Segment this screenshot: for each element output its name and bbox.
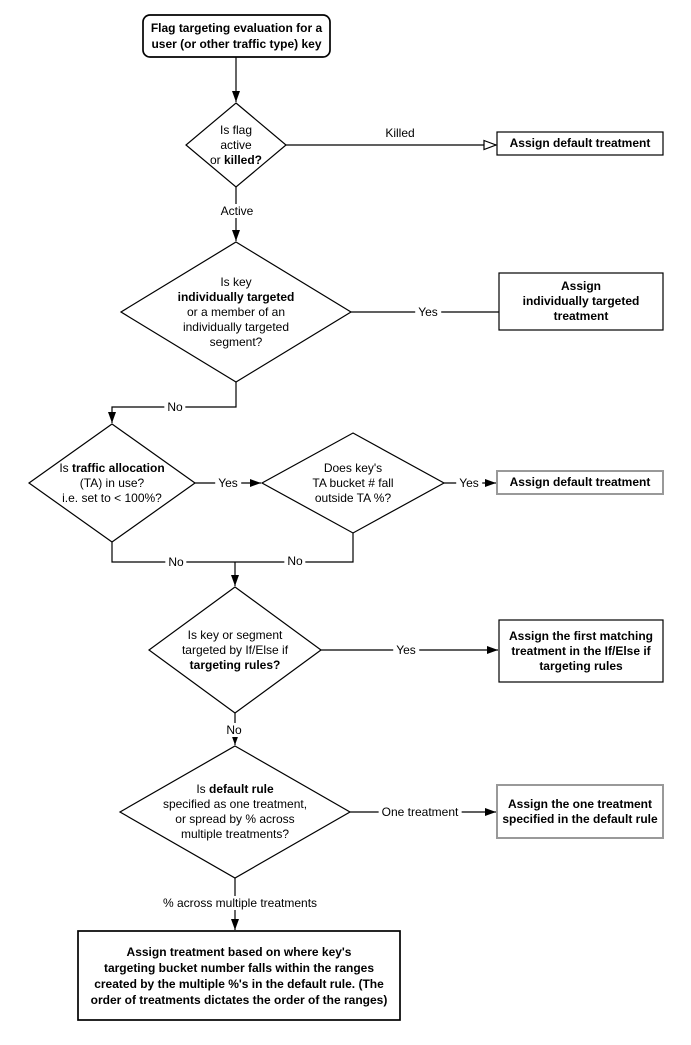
decision-traffic-allocation (27, 423, 197, 543)
edge-label-pct-across: % across multiple treatments (159, 896, 321, 910)
edge-label-no-outside: No (284, 554, 306, 568)
edge-label-no-rules: No (223, 723, 245, 737)
edge-no-outside-merge (235, 533, 354, 563)
box-assign-default-2 (496, 470, 664, 495)
edge-label-yes-individual: Yes (415, 305, 441, 319)
box-assign-individual (498, 272, 664, 331)
box-assign-by-ranges (77, 930, 401, 1021)
edge-label-killed: Killed (382, 126, 418, 140)
decision-flag-active (185, 102, 287, 188)
box-assign-default-1 (496, 131, 664, 156)
edge-label-yes-ta: Yes (215, 476, 241, 490)
start-node (142, 14, 331, 58)
decision-targeting-rules (147, 586, 323, 714)
edge-label-one-treatment: One treatment (378, 805, 462, 819)
edge-label-yes-rules: Yes (393, 643, 419, 657)
decision-ta-bucket (260, 432, 446, 534)
box-assign-one-treatment (496, 784, 664, 839)
edge-label-yes-outside: Yes (456, 476, 482, 490)
box-assign-first-matching (498, 619, 664, 683)
decision-individually-targeted (119, 241, 353, 383)
decision-default-rule (118, 745, 352, 879)
edge-no-ta-merge (111, 542, 235, 563)
edge-label-no-individual: No (164, 400, 186, 414)
edge-label-no-ta: No (165, 555, 187, 569)
edge-label-active: Active (217, 204, 257, 218)
